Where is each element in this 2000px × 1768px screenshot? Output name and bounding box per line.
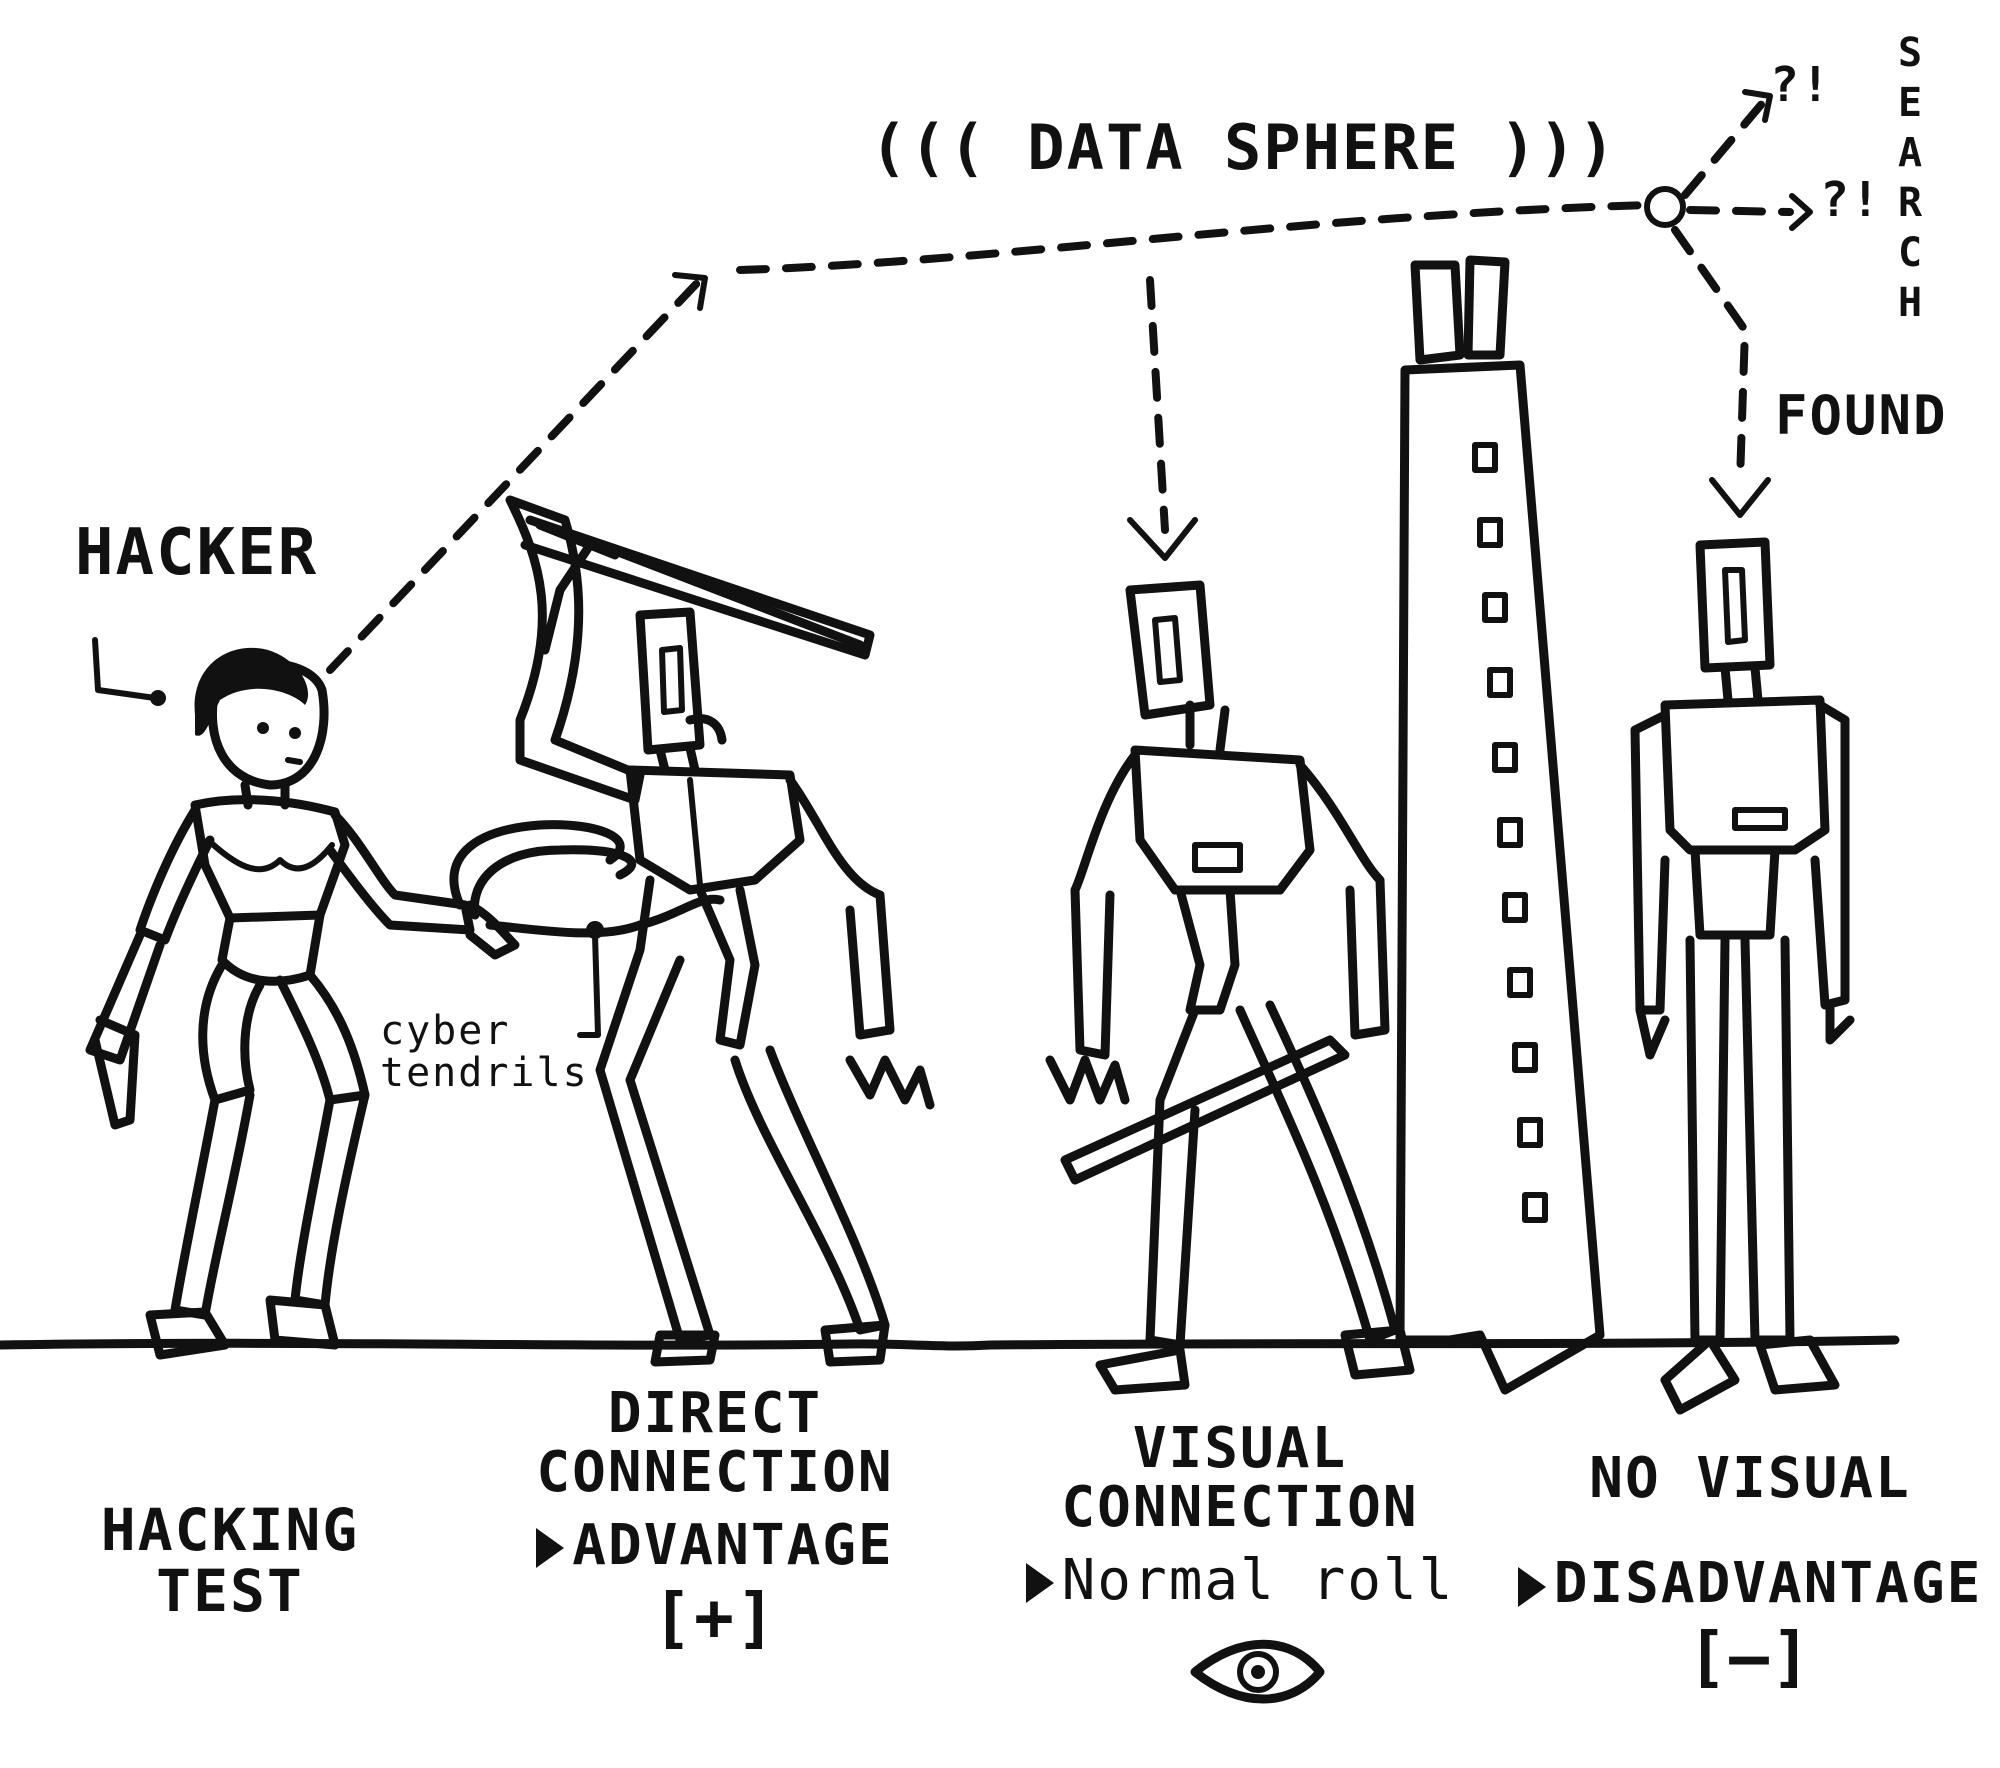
column-direct-connection: DIRECT CONNECTION ADVANTAGE [+] — [480, 1381, 950, 1657]
disadvantage-mark: [–] — [1687, 1617, 1813, 1695]
direct-connection-result: ADVANTAGE — [480, 1516, 950, 1576]
column-no-visual: NO VISUAL DISADVANTAGE [–] — [1510, 1446, 1990, 1695]
search-node — [1644, 186, 1686, 228]
label-hacker: HACKER — [75, 516, 319, 590]
column-visual-connection: VISUAL CONNECTION Normal roll — [990, 1416, 1490, 1611]
tower-cover — [1395, 255, 1605, 1395]
label-data-sphere: ((( DATA SPHERE ))) — [870, 111, 1618, 184]
ground-line — [0, 1335, 1900, 1351]
data-arrowhead-1 — [672, 272, 708, 311]
hacker-pointer — [92, 637, 158, 701]
search-question-2: ?! — [1820, 172, 1882, 228]
visual-connection-title: VISUAL CONNECTION — [1061, 1416, 1419, 1540]
label-cyber-tendrils: cyber tendrils — [380, 1008, 589, 1096]
label-search: SEARCH — [1887, 30, 1933, 330]
cyber-tendril-2 — [469, 845, 637, 920]
search-route-found — [1671, 226, 1750, 484]
label-hacking-test: HACKING TEST — [100, 1496, 360, 1625]
visual-connection-result: Normal roll — [990, 1551, 1490, 1611]
found-arrowhead — [1709, 477, 1771, 518]
label-found: FOUND — [1775, 384, 1948, 447]
no-visual-title: NO VISUAL — [1589, 1446, 1911, 1511]
data-route-top — [736, 201, 1654, 274]
cyber-tendril-1 — [449, 820, 625, 910]
search-letters: SEARCH — [1887, 30, 1933, 330]
cyber-tendril-3 — [485, 894, 725, 938]
search-question-1: ?! — [1770, 57, 1832, 113]
data-route-down-visual — [1146, 276, 1169, 534]
advantage-mark: [+] — [652, 1579, 778, 1657]
play-triangle-icon — [1517, 1566, 1546, 1607]
play-triangle-icon — [536, 1528, 565, 1569]
visual-arrowhead — [1127, 517, 1198, 561]
play-triangle-icon — [1025, 1563, 1054, 1604]
robot-visual-connection — [1045, 580, 1415, 1395]
robot-no-visual — [1630, 537, 1855, 1415]
direct-connection-title: DIRECT CONNECTION — [536, 1381, 894, 1505]
eye-icon — [1190, 1639, 1325, 1704]
no-visual-result: DISADVANTAGE — [1510, 1554, 1990, 1614]
data-route-up — [326, 276, 704, 674]
search-route-1 — [1681, 96, 1769, 199]
tendril-pointer — [577, 932, 601, 1038]
robot-direct-connection — [505, 495, 935, 1367]
search-route-2 — [1686, 206, 1794, 216]
hacker-figure — [85, 647, 520, 1360]
